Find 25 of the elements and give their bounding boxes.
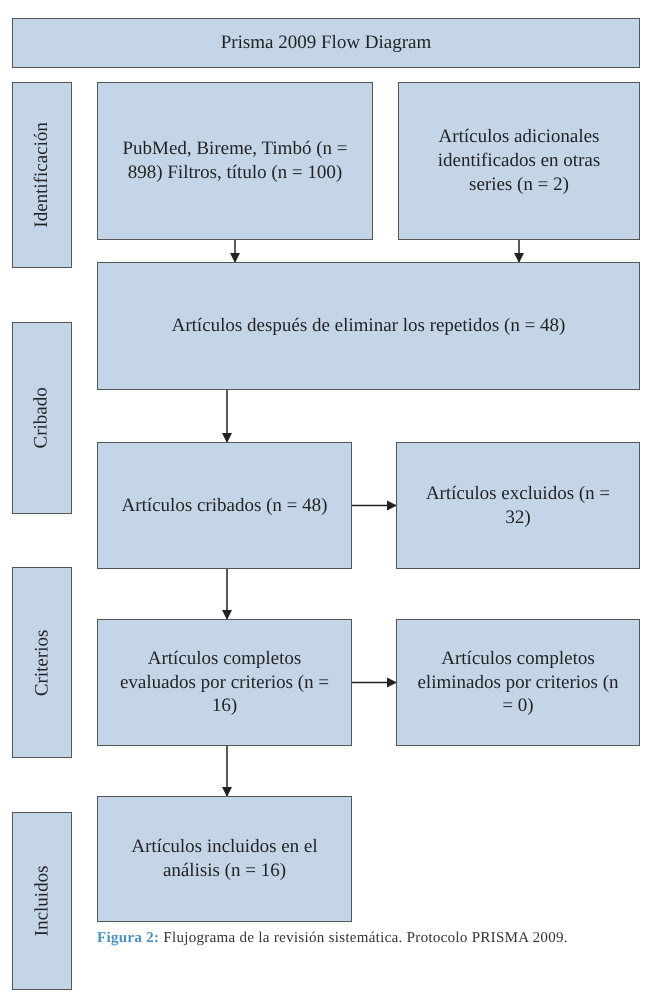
process-box: Artículos completos evaluados por criterios (n = 16) [97,619,352,746]
arrow [352,500,397,510]
stage-label: Criterios [30,629,54,696]
arrow [514,240,524,263]
process-box: Artículos excluidos (n = 32) [396,442,640,569]
figure-caption: Figura 2: Flujograma de la revisión sistemática. Protocolo PRISMA 2009. [97,930,569,947]
stage-band [12,567,72,758]
process-box: Artículos completos eliminados por criterios (n = 0) [396,619,640,746]
arrow [222,569,232,620]
process-box: Artículos después de eliminar los repetidos (n = 48) [97,262,640,390]
stage-band [12,82,72,268]
stage-band [12,322,72,514]
process-box: Artículos cribados (n = 48) [97,442,352,569]
process-box: Artículos adicionales identificados en otras series (n = 2) [398,82,640,240]
stage-label: Incluidos [30,866,54,936]
arrow [222,746,232,797]
stage-label: Identificación [30,122,54,228]
arrow [352,678,397,688]
stage-label: Cribado [30,387,54,449]
arrow [230,240,240,263]
arrow [222,390,232,443]
stage-band [12,812,72,990]
process-box: Artículos incluidos en el análisis (n = 16) [97,796,352,922]
header-box: Prisma 2009 Flow Diagram [12,18,640,68]
process-box: PubMed, Bireme, Timbó (n = 898) Filtros, título (n = 100) [97,82,373,240]
